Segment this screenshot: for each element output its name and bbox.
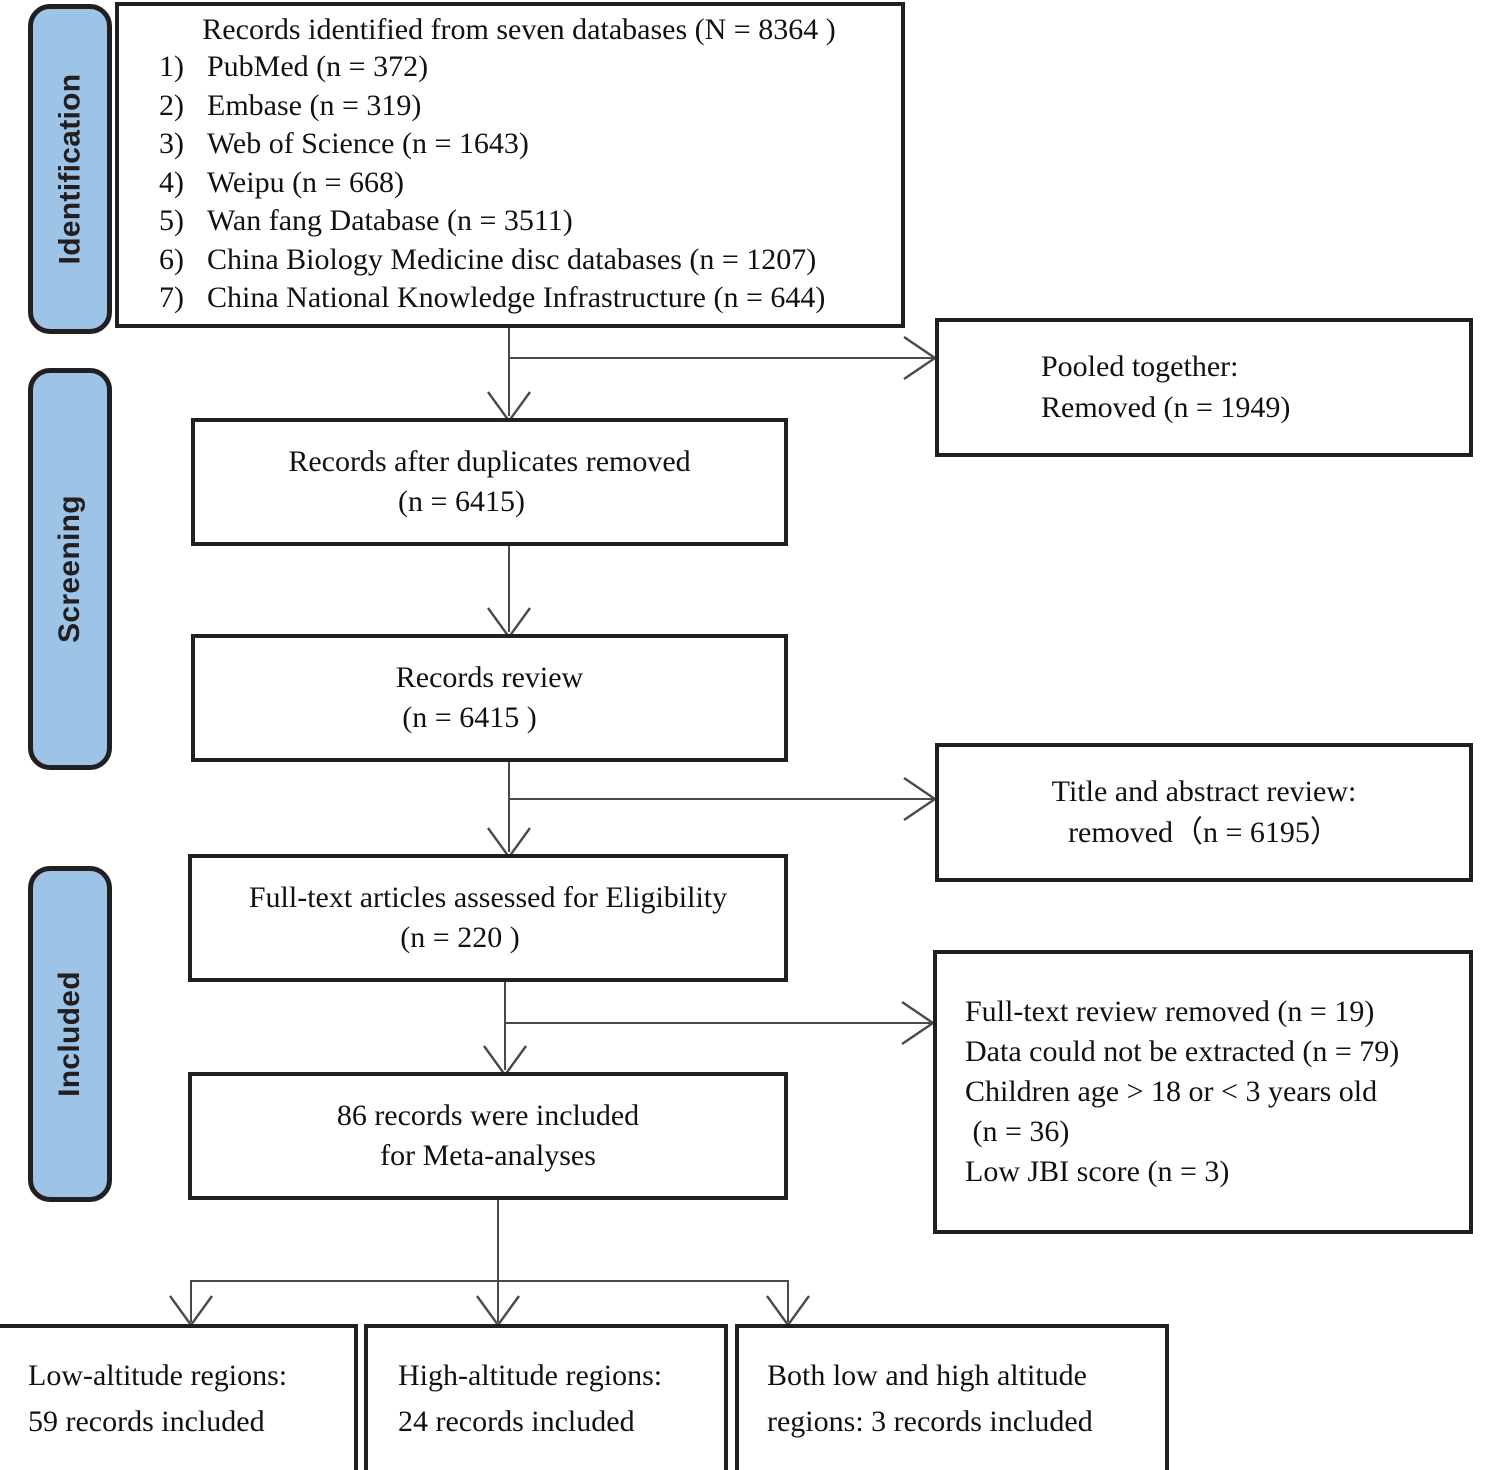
database-item: 6) China Biology Medicine disc databases…: [159, 241, 887, 280]
arrowhead-down-high-altitude: [476, 1295, 520, 1328]
database-item-name: PubMed (n = 372): [207, 50, 429, 84]
connector-fulltext-to-included: [504, 982, 506, 1070]
high-altitude-line-2: 24 records included: [398, 1405, 635, 1438]
title-abstract-line-1: Title and abstract review:: [1051, 775, 1357, 809]
database-item-name: Web of Science (n = 1643): [207, 127, 529, 161]
database-item-name: China National Knowledge Infrastructure …: [207, 281, 826, 315]
database-item-name: China Biology Medicine disc databases (n…: [207, 242, 817, 276]
database-item: 4) Weipu (n = 668): [159, 164, 887, 203]
database-item: 3) Web of Science (n = 1643): [159, 125, 887, 164]
connector-split-to-low-altitude: [190, 1280, 192, 1322]
connector-identification-to-duplicates: [508, 328, 510, 416]
low-altitude-line-1: Low-altitude regions:: [28, 1358, 288, 1392]
database-item-number: 6): [159, 242, 184, 276]
connector-included-split-stem: [497, 1200, 499, 1282]
records-review-line-2: (n = 6415 ): [402, 701, 537, 734]
identification-heading: Records identified from seven databases …: [202, 13, 836, 47]
low-altitude-line-2: 59 records included: [28, 1405, 265, 1438]
database-item: 1) PubMed (n = 372): [159, 48, 887, 87]
full-text-eligibility-box: Full-text articles assessed for Eligibil…: [188, 854, 788, 982]
pooled-removed-line-2: Removed (n = 1949): [1041, 390, 1291, 424]
records-included-line-2: for Meta-analyses: [380, 1139, 596, 1172]
title-abstract-removed-box: Title and abstract review: removed（n = 6…: [935, 743, 1473, 882]
title-abstract-line-2: removed（n = 6195）: [1068, 815, 1340, 849]
full-text-removed-box: Full-text review removed (n = 19) Data c…: [933, 950, 1473, 1234]
duplicates-removed-line-2: (n = 6415): [398, 485, 525, 518]
both-altitude-line-2: regions: 3 records included: [767, 1405, 1093, 1438]
arrowhead-right-title-abstract: [903, 777, 938, 821]
database-item-number: 3): [159, 127, 184, 161]
connector-review-branch-right: [508, 798, 935, 800]
database-item: 2) Embase (n = 319): [159, 87, 887, 126]
full-text-removed-line-1: Full-text review removed (n = 19): [965, 994, 1375, 1028]
arrowhead-right-pooled: [903, 336, 938, 380]
high-altitude-line-1: High-altitude regions:: [398, 1358, 663, 1392]
both-altitude-line-1: Both low and high altitude: [767, 1358, 1087, 1392]
duplicates-removed-line-1: Records after duplicates removed: [288, 444, 691, 478]
full-text-eligibility-line-2: (n = 220 ): [400, 921, 520, 954]
stage-pill-included: Included: [28, 866, 112, 1202]
connector-split-to-high-altitude: [497, 1280, 499, 1322]
arrowhead-down-low-altitude: [169, 1295, 213, 1328]
full-text-removed-line-5: Low JBI score (n = 3): [965, 1155, 1230, 1189]
connector-duplicates-to-review: [508, 546, 510, 632]
database-item-name: Wan fang Database (n = 3511): [207, 204, 573, 238]
duplicates-removed-box: Records after duplicates removed (n = 64…: [191, 418, 788, 546]
database-item-number: 2): [159, 88, 184, 122]
connector-included-split-bar: [190, 1280, 788, 1282]
database-item-number: 1): [159, 50, 184, 84]
database-item: 7) China National Knowledge Infrastructu…: [159, 279, 887, 318]
database-item-number: 4): [159, 165, 184, 199]
arrowhead-right-fulltext-removed: [901, 1001, 936, 1045]
connector-fulltext-branch-right: [504, 1022, 932, 1024]
identification-records-box: Records identified from seven databases …: [115, 2, 905, 328]
pooled-removed-box: Pooled together: Removed (n = 1949): [935, 318, 1473, 457]
connector-review-to-fulltext: [508, 762, 510, 852]
stage-label-identification: Identification: [53, 73, 86, 265]
stage-pill-screening: Screening: [28, 368, 112, 770]
database-item-number: 5): [159, 204, 184, 238]
stage-pill-identification: Identification: [28, 4, 112, 334]
high-altitude-box: High-altitude regions: 24 records includ…: [364, 1324, 728, 1470]
stage-label-screening: Screening: [53, 495, 86, 643]
full-text-eligibility-line-1: Full-text articles assessed for Eligibil…: [248, 880, 728, 914]
low-altitude-box: Low-altitude regions: 59 records include…: [0, 1324, 358, 1470]
records-review-box: Records review (n = 6415 ): [191, 634, 788, 762]
connector-split-to-both-altitude: [787, 1280, 789, 1322]
records-included-line-1: 86 records were included: [336, 1098, 640, 1132]
database-item-name: Weipu (n = 668): [207, 165, 404, 199]
records-review-line-1: Records review: [395, 660, 584, 694]
full-text-removed-line-4: (n = 36): [965, 1115, 1070, 1149]
full-text-removed-line-3: Children age > 18 or < 3 years old: [965, 1074, 1378, 1108]
stage-label-included: Included: [53, 971, 86, 1097]
records-included-box: 86 records were included for Meta-analys…: [188, 1072, 788, 1200]
both-altitude-box: Both low and high altitude regions: 3 re…: [735, 1324, 1169, 1470]
connector-duplicates-branch-right: [508, 357, 935, 359]
arrowhead-down-both-altitude: [766, 1295, 810, 1328]
full-text-removed-line-2: Data could not be extracted (n = 79): [965, 1034, 1400, 1068]
database-list: 1) PubMed (n = 372) 2) Embase (n = 319) …: [133, 48, 887, 318]
database-item-name: Embase (n = 319): [207, 88, 422, 122]
pooled-removed-line-1: Pooled together:: [1041, 350, 1239, 384]
database-item: 5) Wan fang Database (n = 3511): [159, 202, 887, 241]
database-item-number: 7): [159, 281, 184, 315]
